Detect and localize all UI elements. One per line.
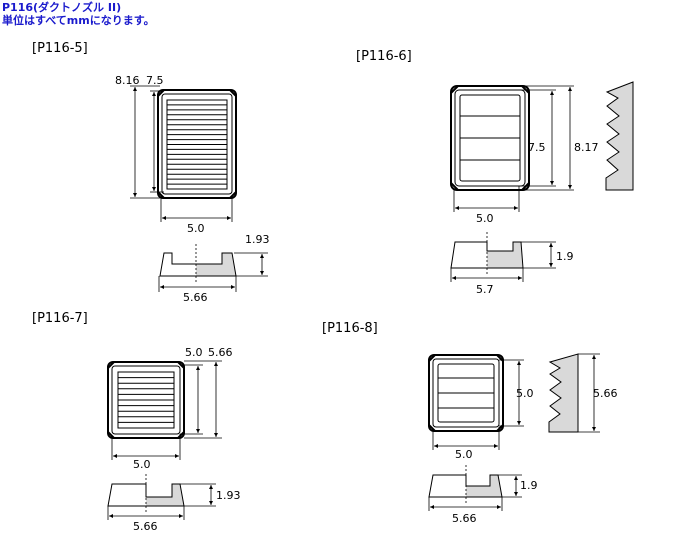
part-p116-5: [P116-5] 8.16 7.5 5.0 (32, 41, 270, 304)
dim-width-top: 5.0 (455, 448, 473, 461)
part-p116-6: [P116-6] 7.5 8.17 5.0 (356, 49, 634, 296)
inner-frame (161, 93, 233, 195)
part-label-p116-6: [P116-6] (356, 49, 412, 64)
dim-height-outer: 5.66 (208, 346, 233, 359)
dim-side-height: 1.9 (556, 250, 574, 263)
dim-height-outer: 8.17 (574, 141, 599, 154)
outer-frame (428, 354, 504, 432)
side-outline (428, 474, 503, 498)
part-label-p116-8: [P116-8] (322, 321, 378, 336)
inner-frame (454, 89, 526, 187)
dim-height-outer: 8.16 (115, 74, 140, 87)
outer-frame (450, 85, 530, 191)
side-outline (159, 252, 237, 277)
grille-slats (167, 104, 227, 185)
front-view-p116-7 (107, 361, 185, 439)
part-p116-7: [P116-7] 5.0 5.66 5.0 1.93 (32, 311, 241, 533)
side-view-p116-8 (428, 465, 503, 503)
inner-frame (111, 365, 181, 435)
dim-width-side: 5.66 (183, 291, 208, 304)
side-shaded (146, 484, 184, 506)
part-label-p116-5: [P116-5] (32, 41, 88, 56)
side-view-p116-5 (159, 244, 237, 282)
dim-width-top: 5.0 (133, 458, 151, 471)
side-outline (107, 483, 185, 507)
dim-height-profile: 5.66 (593, 387, 618, 400)
front-view-p116-5 (157, 89, 237, 199)
outer-frame (107, 361, 185, 439)
unit-note: 単位はすべてmmになります。 (2, 14, 155, 27)
dim-width-side: 5.66 (133, 520, 158, 533)
outer-frame (157, 89, 237, 199)
side-view-p116-6 (450, 232, 524, 274)
part-p116-8: [P116-8] 5.0 5.66 5.0 (322, 321, 618, 525)
corner-marks (450, 85, 530, 191)
page-title: P116(ダクトノズル II) (2, 1, 122, 14)
front-view-p116-6 (450, 85, 530, 191)
side-profile-p116-8 (548, 353, 579, 433)
dim-side-height: 1.93 (216, 489, 241, 502)
front-view-p116-8 (428, 354, 504, 432)
dim-height-inner: 5.0 (516, 387, 534, 400)
dim-height-inner: 7.5 (528, 141, 546, 154)
corner-marks (428, 354, 504, 432)
dim-side-height: 1.93 (245, 233, 270, 246)
dim-height-inner: 5.0 (185, 346, 203, 359)
inner-frame (432, 358, 500, 428)
side-profile-p116-6 (605, 81, 634, 191)
corner-marks (157, 89, 237, 199)
dim-height-inner: 7.5 (146, 74, 164, 87)
dim-width-side: 5.66 (452, 512, 477, 525)
dim-side-height: 1.9 (520, 479, 538, 492)
dim-width-side: 5.7 (476, 283, 494, 296)
side-view-p116-7 (107, 474, 185, 512)
part-label-p116-7: [P116-7] (32, 311, 88, 326)
dim-width-top: 5.0 (187, 222, 205, 235)
side-outline (450, 241, 524, 269)
grille-slats (118, 377, 174, 423)
side-shaded (487, 242, 523, 268)
dim-width-top: 5.0 (476, 212, 494, 225)
